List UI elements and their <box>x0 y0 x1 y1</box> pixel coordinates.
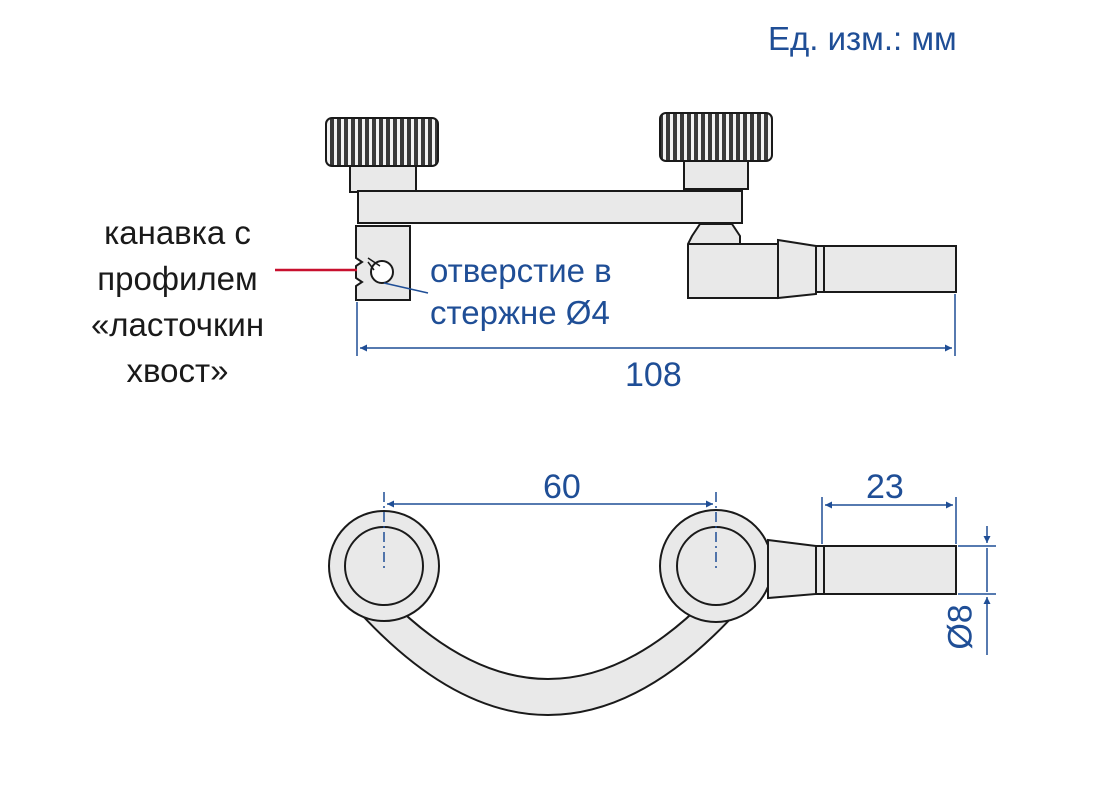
dimension-108 <box>356 294 956 356</box>
dimension-23-label: 23 <box>866 468 904 506</box>
side-view <box>325 112 957 301</box>
groove-callout-line-4: хвост» <box>126 352 229 389</box>
hole-callout-line-1: отверстие в <box>430 252 612 289</box>
plan-stem-taper <box>767 538 817 600</box>
elbow-block <box>687 223 779 299</box>
dimension-108-label: 108 <box>625 356 682 394</box>
dimension-diameter-label: Ø8 <box>941 604 980 650</box>
stem-taper <box>777 238 817 300</box>
groove-callout-line-2: профилем <box>97 260 258 297</box>
dimension-23 <box>821 497 957 544</box>
left-knurled-knob <box>325 117 439 167</box>
groove-callout-line-1: канавка с <box>104 214 251 251</box>
cross-bar <box>357 190 743 224</box>
left-knob-neck <box>349 165 417 193</box>
right-knurled-knob <box>659 112 773 162</box>
units-label: Ед. изм.: мм <box>768 20 957 57</box>
curved-arm <box>350 596 746 716</box>
groove-callout-line-3: «ласточкин <box>90 306 265 343</box>
hole-leader-line <box>383 282 429 294</box>
hole-callout-line-2: стержне Ø4 <box>430 294 610 331</box>
groove-callout: канавка с профилем «ласточкин хвост» <box>60 210 295 394</box>
dimension-60-label: 60 <box>543 468 581 506</box>
stem-side <box>815 245 957 293</box>
stem-plan <box>815 545 957 595</box>
plan-view <box>328 509 957 716</box>
stem-hole <box>370 260 394 284</box>
dimension-diameter-8 <box>958 526 996 655</box>
hole-callout: отверстие в стержне Ø4 <box>430 250 612 334</box>
right-knob-neck <box>683 160 749 190</box>
